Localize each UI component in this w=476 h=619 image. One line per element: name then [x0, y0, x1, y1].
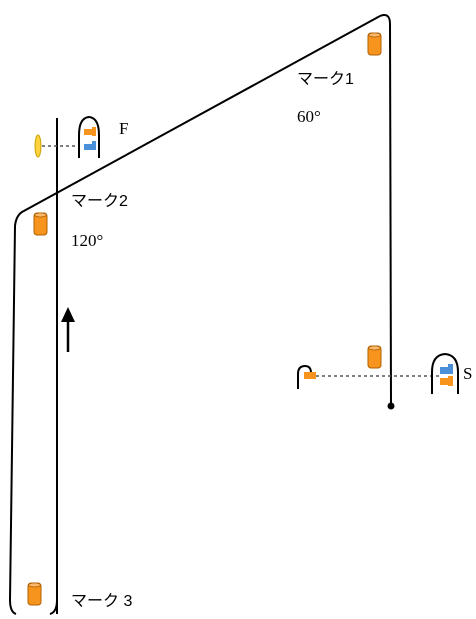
arrow-up-icon	[61, 307, 75, 352]
orange-buoy-icon	[367, 32, 382, 56]
start-line-endpoint	[387, 402, 395, 410]
mark1-label: マーク1	[297, 70, 354, 88]
mark3-rounding	[49, 599, 58, 615]
orange-buoy-icon	[27, 582, 42, 606]
orange-buoy-icon	[367, 345, 382, 369]
flag-icon	[84, 144, 96, 150]
boat-icon	[431, 352, 459, 394]
mark1-angle: 60°	[297, 107, 321, 126]
course-outline-upper-leg	[8, 15, 381, 615]
mark3-label: マーク 3	[71, 592, 132, 610]
boat-icon	[297, 364, 316, 389]
orange-buoy-icon	[33, 212, 48, 236]
yellow-pin-icon	[34, 134, 42, 158]
course-outline	[379, 14, 392, 406]
finish-label: F	[119, 119, 128, 138]
start-label: S	[463, 364, 472, 383]
mark2-label: マーク2	[71, 192, 128, 210]
boat-icon	[78, 115, 100, 158]
flag-icon	[304, 372, 316, 379]
flag-icon	[440, 378, 452, 385]
mark2-angle: 120°	[71, 231, 103, 250]
flag-icon	[84, 129, 96, 135]
flag-icon	[440, 367, 452, 374]
